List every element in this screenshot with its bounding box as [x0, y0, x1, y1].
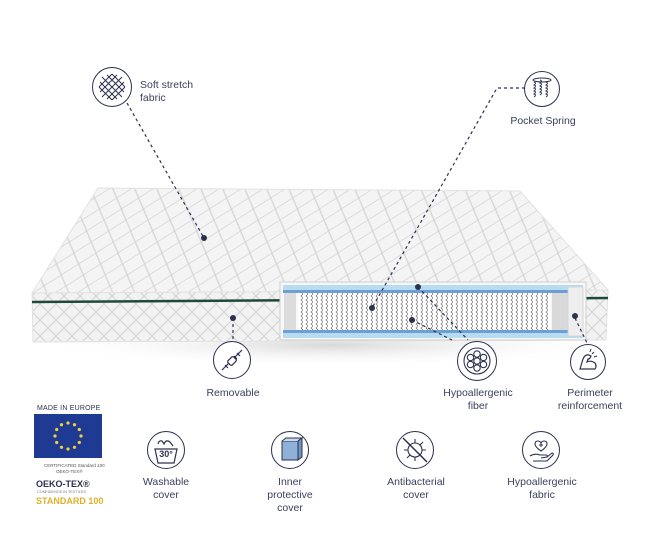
heart-hand-icon — [522, 431, 560, 469]
oeko-tex-logo: OEKO-TEX® — [36, 479, 90, 489]
washable-icon — [147, 431, 185, 469]
standard-100-label: STANDARD 100 — [36, 496, 104, 506]
eu-stars-icon — [53, 421, 83, 451]
leader-perimeter — [574, 317, 589, 346]
cert-line-2: OEKO-TEX® — [56, 469, 83, 474]
eu-flag — [34, 414, 102, 458]
leader-lines — [126, 87, 589, 346]
label-removable: Removable — [206, 387, 260, 399]
antibacterial-icon — [396, 431, 434, 469]
label-pocket-spring: Pocket Spring — [510, 115, 576, 127]
mattress-top — [31, 187, 610, 294]
cert-line-1: CERTIFICATED Standard 100 — [44, 463, 105, 468]
made-in-europe-label: MADE IN EUROPE — [37, 405, 101, 412]
fiber-icon — [457, 341, 497, 381]
leader-dots — [201, 235, 578, 323]
inner-cover-icon — [271, 431, 309, 469]
cutaway-section — [279, 281, 587, 341]
leader-soft-stretch — [126, 102, 205, 239]
leader-hypo-fiber-a — [417, 286, 469, 341]
oeko-tagline: CONFIDENCE IN TEXTILES — [37, 490, 86, 494]
wash-temperature: 30° — [159, 449, 173, 459]
pocket-spring-icon — [524, 71, 560, 107]
fabric-mesh-icon — [92, 67, 132, 107]
leader-hypo-fiber-b — [411, 319, 453, 341]
zipper-icon — [213, 341, 251, 379]
strength-arm-icon — [570, 344, 606, 380]
